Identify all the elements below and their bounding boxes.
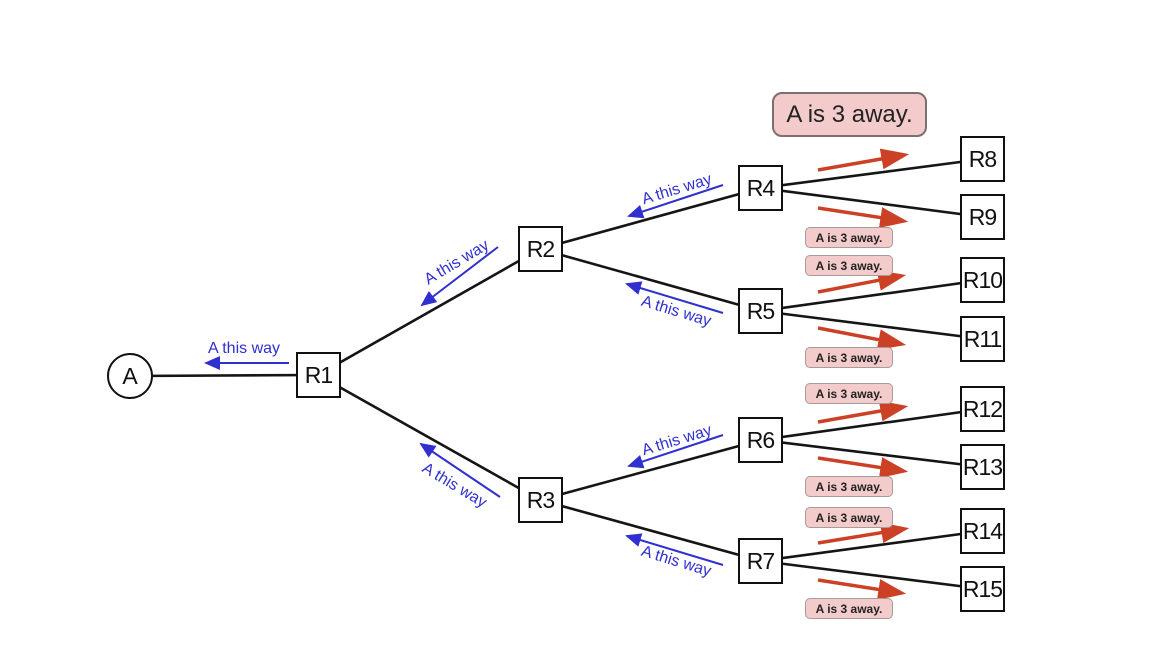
away-arrow-r5-r10 bbox=[817, 269, 907, 294]
edge-r2-r5 bbox=[539, 247, 762, 313]
away-badge-r9: A is 3 away. bbox=[805, 227, 893, 248]
away-badge-r11: A is 3 away. bbox=[805, 347, 893, 368]
direction-arrow-r3-r6 bbox=[627, 434, 724, 469]
edge-r7-r14 bbox=[760, 529, 984, 563]
node-r13: R13 bbox=[960, 444, 1005, 490]
node-r3: R3 bbox=[518, 477, 563, 523]
edge-r5-r10 bbox=[760, 278, 984, 313]
node-r14: R14 bbox=[960, 508, 1005, 554]
edge-r4-r9 bbox=[760, 186, 984, 219]
edge-r5-r11 bbox=[760, 309, 984, 341]
away-arrow-r6-r12 bbox=[817, 400, 909, 424]
node-r6: R6 bbox=[738, 417, 783, 463]
away-badge-r15: A is 3 away. bbox=[805, 598, 893, 619]
node-r10: R10 bbox=[960, 257, 1005, 303]
node-a: A bbox=[107, 353, 153, 399]
node-r4: R4 bbox=[738, 165, 783, 211]
direction-arrow-r2-r4 bbox=[627, 184, 724, 219]
node-r5: R5 bbox=[738, 288, 783, 334]
edge-r4-r8 bbox=[760, 157, 984, 190]
direction-label-a-r1: A this way bbox=[207, 340, 281, 357]
direction-arrow-r1-r3 bbox=[419, 442, 501, 498]
away-arrow-r6-r13 bbox=[817, 456, 909, 478]
away-arrow-r4-r9 bbox=[817, 206, 909, 228]
direction-arrow-r3-r7 bbox=[625, 533, 724, 566]
direction-arrow-r2-r5 bbox=[625, 281, 724, 314]
direction-arrow-r1-r2 bbox=[420, 246, 499, 307]
headline-badge: A is 3 away. bbox=[772, 92, 927, 137]
edge-r3-r6 bbox=[539, 438, 762, 502]
node-r2: R2 bbox=[518, 226, 563, 272]
edge-r6-r13 bbox=[760, 438, 984, 469]
node-r12: R12 bbox=[960, 386, 1005, 432]
edge-r1-r3 bbox=[317, 373, 541, 502]
away-arrow-r7-r15 bbox=[817, 578, 907, 600]
node-r9: R9 bbox=[960, 194, 1005, 240]
away-badge-r12: A is 3 away. bbox=[805, 383, 893, 404]
edge-a-r1 bbox=[129, 373, 319, 378]
node-r1: R1 bbox=[296, 352, 341, 398]
node-r11: R11 bbox=[960, 316, 1005, 362]
node-r7: R7 bbox=[738, 538, 783, 584]
away-arrow-r5-r11 bbox=[817, 326, 907, 351]
away-badge-r14: A is 3 away. bbox=[805, 507, 893, 528]
away-arrow-r4-r8 bbox=[817, 148, 910, 172]
edge-r6-r12 bbox=[760, 407, 984, 442]
edge-r7-r15 bbox=[760, 559, 984, 591]
node-r15: R15 bbox=[960, 566, 1005, 612]
node-r8: R8 bbox=[960, 136, 1005, 182]
away-arrow-r7-r14 bbox=[817, 522, 910, 545]
away-badge-r10: A is 3 away. bbox=[805, 255, 893, 276]
edge-r1-r2 bbox=[317, 247, 541, 377]
edge-r2-r4 bbox=[539, 186, 762, 251]
away-badge-r13: A is 3 away. bbox=[805, 476, 893, 497]
edge-r3-r7 bbox=[539, 498, 762, 563]
